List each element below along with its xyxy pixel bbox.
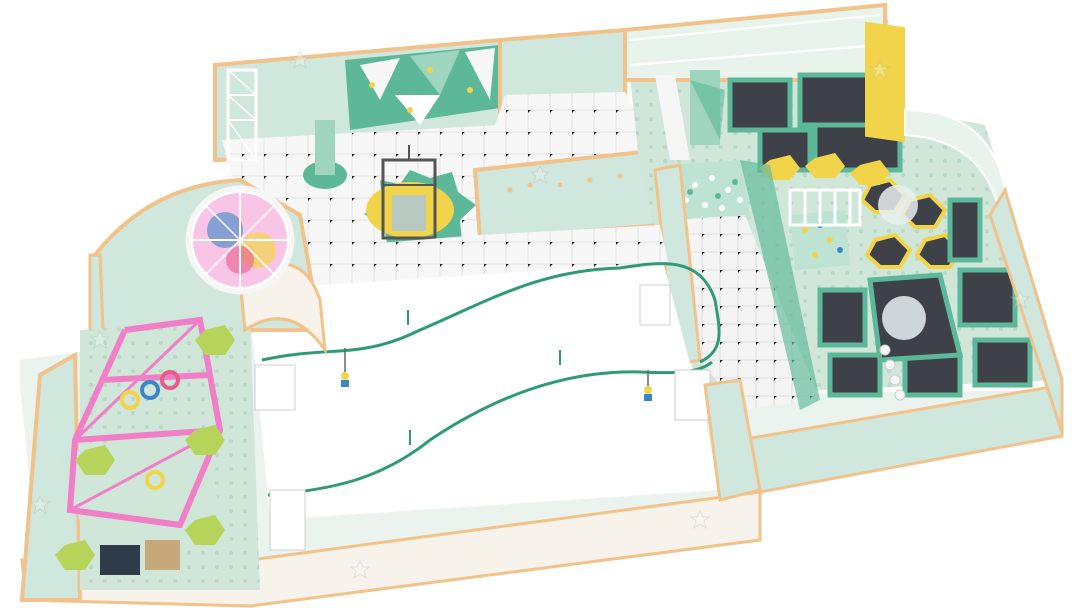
climbing-sphere (185, 185, 295, 295)
star-logo-icon (29, 494, 51, 515)
star-logo-icon (1009, 289, 1031, 310)
ball-pool-room (472, 27, 662, 243)
trampoline (957, 267, 1018, 328)
launch-platform (269, 489, 306, 551)
hallway-wall (740, 160, 820, 410)
hex-trampoline (864, 232, 913, 269)
trampoline (727, 77, 793, 133)
star-logo-icon (89, 329, 111, 350)
trampoline (817, 287, 868, 348)
launch-platform (639, 284, 671, 326)
scaffold-tower (226, 68, 258, 162)
trampoline-park (623, 2, 1064, 433)
zipline-rider (341, 348, 349, 387)
rock-climbing-wall-room (213, 37, 502, 275)
trampoline (902, 352, 963, 398)
zorb-ball (878, 185, 918, 225)
star-logo-icon (349, 559, 371, 580)
watermark-logos (29, 49, 1031, 580)
trampoline (972, 337, 1033, 388)
drop-cage (381, 145, 437, 240)
trampoline (827, 352, 883, 398)
zipline-arena (228, 225, 762, 551)
sensory-panel (145, 540, 180, 570)
star-logo-icon (529, 164, 551, 185)
trampoline (797, 72, 873, 128)
zorb-ball (882, 296, 926, 340)
zipline-rider (644, 370, 652, 401)
trampoline (947, 197, 983, 263)
zipline-track (261, 262, 721, 364)
rope-course (55, 316, 235, 575)
star-logo-icon (689, 509, 711, 530)
sensory-panel (100, 545, 140, 575)
climbing-panel (865, 21, 905, 143)
ball-pit (665, 160, 862, 270)
zipline-track (267, 360, 713, 497)
left-wing (19, 177, 328, 602)
launch-platform (254, 364, 296, 411)
launch-platform (674, 369, 711, 421)
slide-tower (655, 70, 725, 160)
star-logo-icon (869, 59, 891, 80)
star-logo-icon (289, 49, 311, 70)
